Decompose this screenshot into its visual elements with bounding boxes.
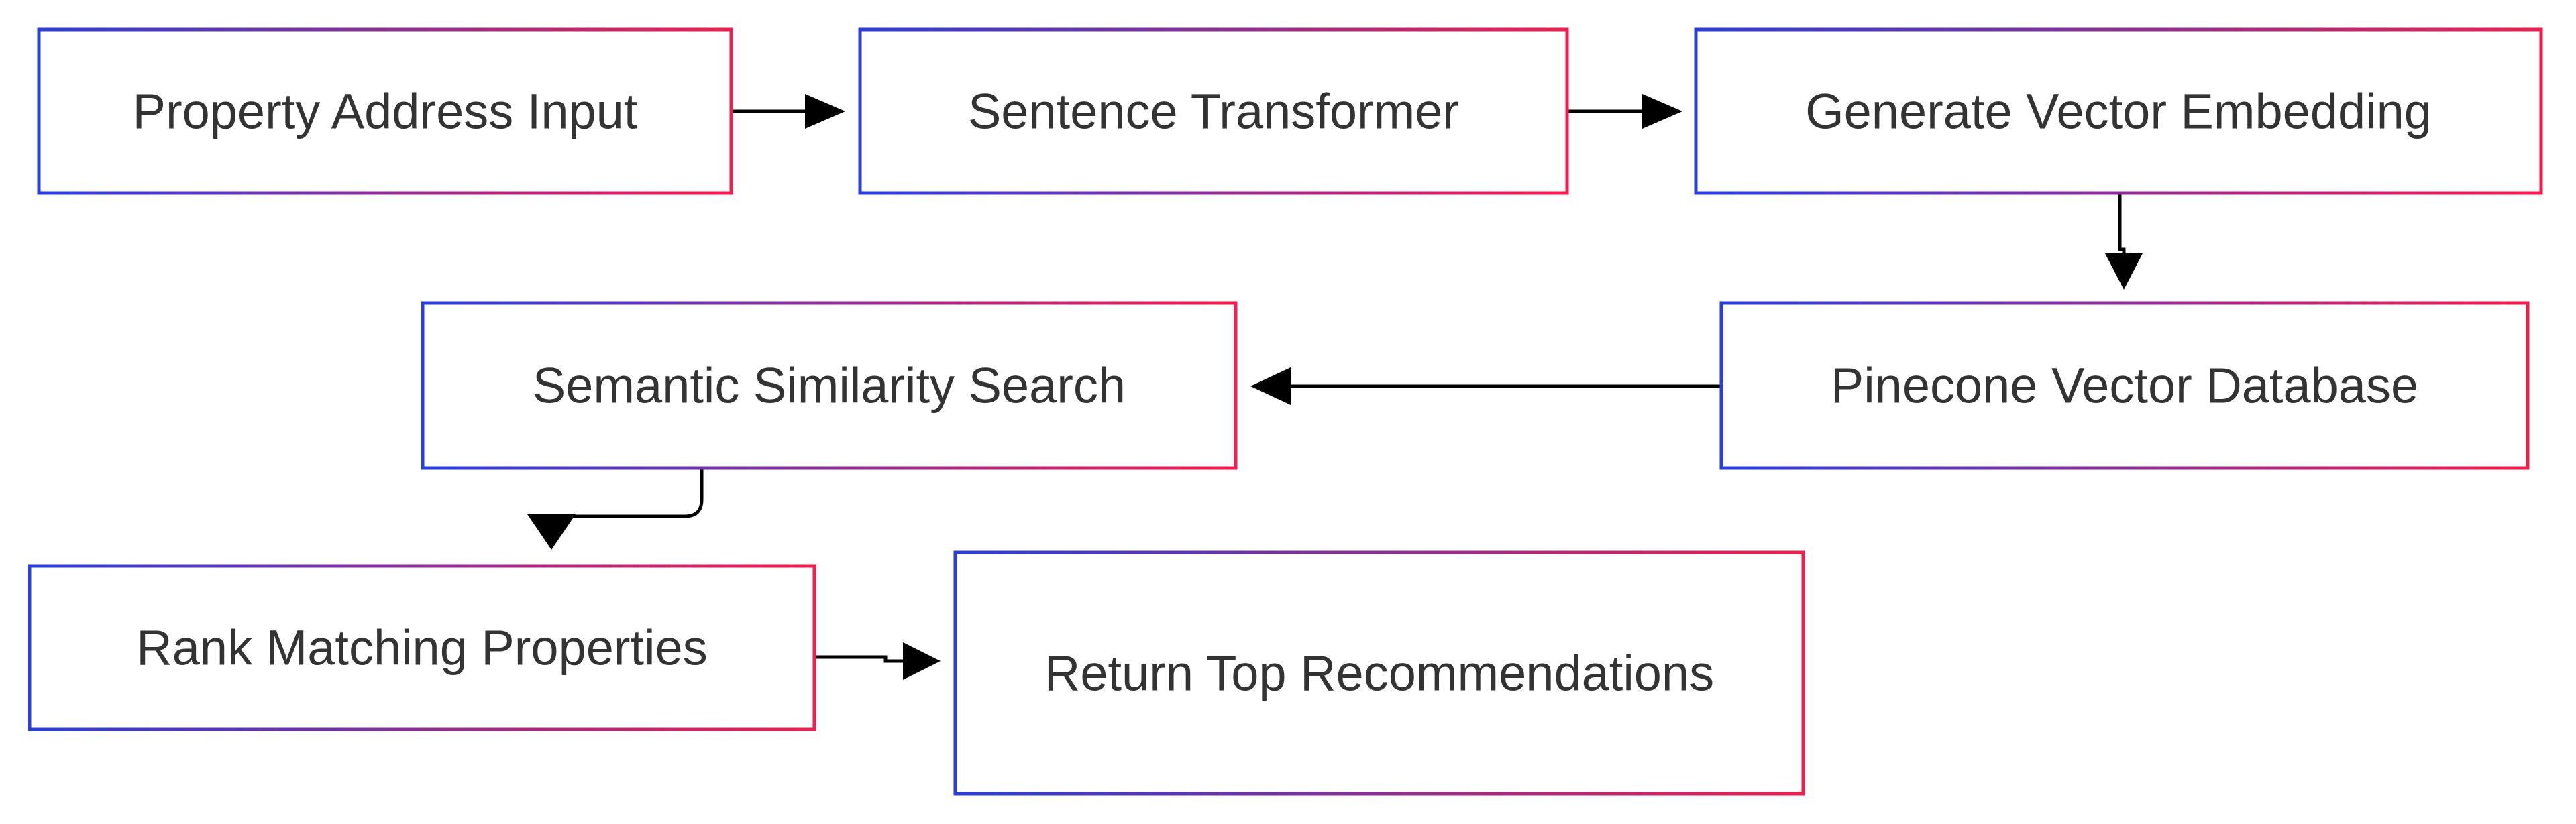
nodes-layer: Property Address Input Sentence Transfor…: [28, 27, 2543, 796]
node-property-address-input[interactable]: Property Address Input: [37, 27, 733, 195]
node-label: Return Top Recommendations: [1044, 646, 1714, 701]
node-label: Generate Vector Embedding: [1805, 84, 2432, 139]
edge-rank-to-recommendations: [816, 642, 941, 680]
arrowhead: [2105, 253, 2143, 290]
edge-search-to-rank: [527, 469, 704, 550]
node-label: Semantic Similarity Search: [533, 358, 1126, 414]
node-rank-matching-properties[interactable]: Rank Matching Properties: [28, 564, 816, 731]
node-generate-vector-embedding[interactable]: Generate Vector Embedding: [1694, 27, 2543, 195]
edge-database-to-search: [1250, 367, 1721, 405]
node-pinecone-vector-database[interactable]: Pinecone Vector Database: [1719, 301, 2530, 470]
node-sentence-transformer[interactable]: Sentence Transformer: [858, 27, 1569, 195]
arrowhead: [527, 514, 576, 550]
arrowhead: [805, 94, 845, 129]
node-label: Pinecone Vector Database: [1831, 358, 2418, 414]
arrowhead: [1250, 367, 1291, 405]
edge-embedding-to-database: [2105, 194, 2143, 290]
node-semantic-similarity-search[interactable]: Semantic Similarity Search: [421, 301, 1238, 470]
arrowhead: [903, 642, 941, 680]
node-return-top-recommendations[interactable]: Return Top Recommendations: [953, 550, 1805, 796]
node-label: Sentence Transformer: [968, 84, 1459, 139]
arrowhead: [1642, 94, 1682, 129]
edge-input-to-transformer: [733, 94, 845, 129]
edges-layer: [527, 94, 2143, 680]
node-label: Rank Matching Properties: [136, 620, 707, 676]
edge-transformer-to-embedding: [1568, 94, 1682, 129]
node-label: Property Address Input: [133, 84, 638, 139]
